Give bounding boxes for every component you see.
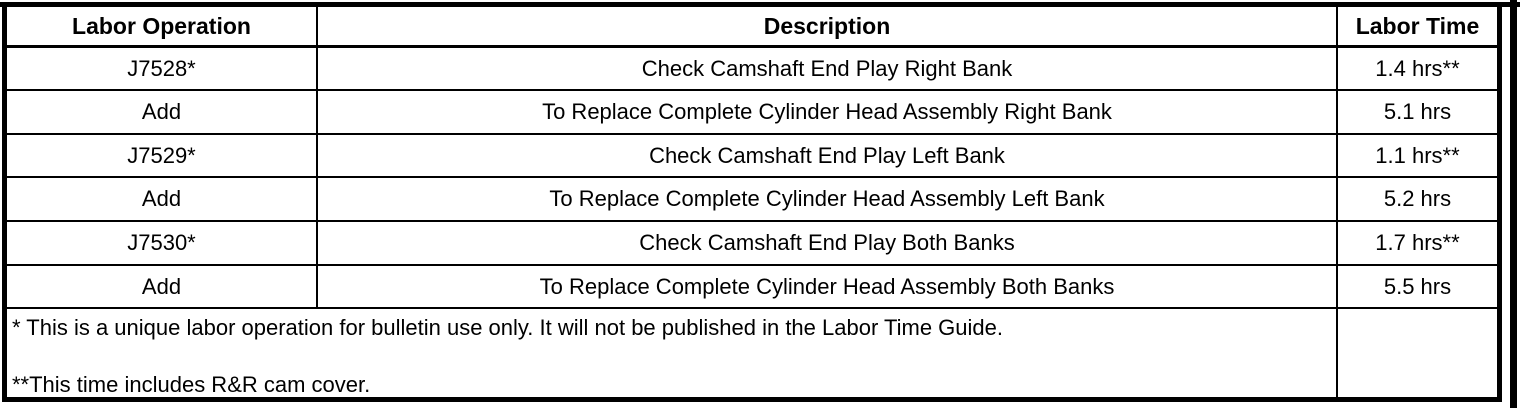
table-row: Add To Replace Complete Cylinder Head As… bbox=[6, 263, 1498, 310]
labor-operation-cell: J7529* bbox=[6, 132, 318, 179]
description-cell: Check Camshaft End Play Right Bank bbox=[316, 45, 1338, 92]
description-cell: Check Camshaft End Play Left Bank bbox=[316, 132, 1338, 179]
footnotes-row: * This is a unique labor operation for b… bbox=[6, 307, 1498, 398]
labor-table-box: Labor Operation Description Labor Time J… bbox=[2, 2, 1502, 402]
labor-time-cell: 1.4 hrs** bbox=[1336, 45, 1498, 92]
labor-operation-cell: J7530* bbox=[6, 220, 318, 266]
labor-operation-cell: Add bbox=[6, 176, 318, 223]
header-row: Labor Operation Description Labor Time bbox=[6, 6, 1498, 48]
column-header-labor-operation: Labor Operation bbox=[6, 6, 318, 48]
labor-time-cell: 5.2 hrs bbox=[1336, 176, 1498, 223]
labor-time-cell: 5.5 hrs bbox=[1336, 263, 1498, 310]
table-row: J7528* Check Camshaft End Play Right Ban… bbox=[6, 45, 1498, 92]
labor-operation-cell: Add bbox=[6, 89, 318, 135]
table-row: J7530* Check Camshaft End Play Both Bank… bbox=[6, 220, 1498, 266]
labor-operation-cell: J7528* bbox=[6, 45, 318, 92]
labor-operations-table: Labor Operation Description Labor Time J… bbox=[6, 6, 1498, 398]
column-header-labor-time: Labor Time bbox=[1336, 6, 1498, 48]
table-row: Add To Replace Complete Cylinder Head As… bbox=[6, 89, 1498, 135]
description-cell: To Replace Complete Cylinder Head Assemb… bbox=[316, 176, 1338, 223]
table-row: Add To Replace Complete Cylinder Head As… bbox=[6, 176, 1498, 223]
labor-time-cell: 1.1 hrs** bbox=[1336, 132, 1498, 179]
footnotes-cell: * This is a unique labor operation for b… bbox=[6, 307, 1338, 398]
labor-time-cell: 1.7 hrs** bbox=[1336, 220, 1498, 266]
labor-time-cell: 5.1 hrs bbox=[1336, 89, 1498, 135]
description-cell: Check Camshaft End Play Both Banks bbox=[316, 220, 1338, 266]
table-row: J7529* Check Camshaft End Play Left Bank… bbox=[6, 132, 1498, 179]
labor-operation-cell: Add bbox=[6, 263, 318, 310]
description-cell: To Replace Complete Cylinder Head Assemb… bbox=[316, 89, 1338, 135]
footnote-unique-operation: * This is a unique labor operation for b… bbox=[12, 315, 1003, 341]
column-header-description: Description bbox=[316, 6, 1338, 48]
footnotes-empty-cell bbox=[1336, 307, 1498, 398]
frame-right-border bbox=[1510, 0, 1517, 408]
description-cell: To Replace Complete Cylinder Head Assemb… bbox=[316, 263, 1338, 310]
footnote-rr-cam-cover: **This time includes R&R cam cover. bbox=[12, 371, 371, 397]
